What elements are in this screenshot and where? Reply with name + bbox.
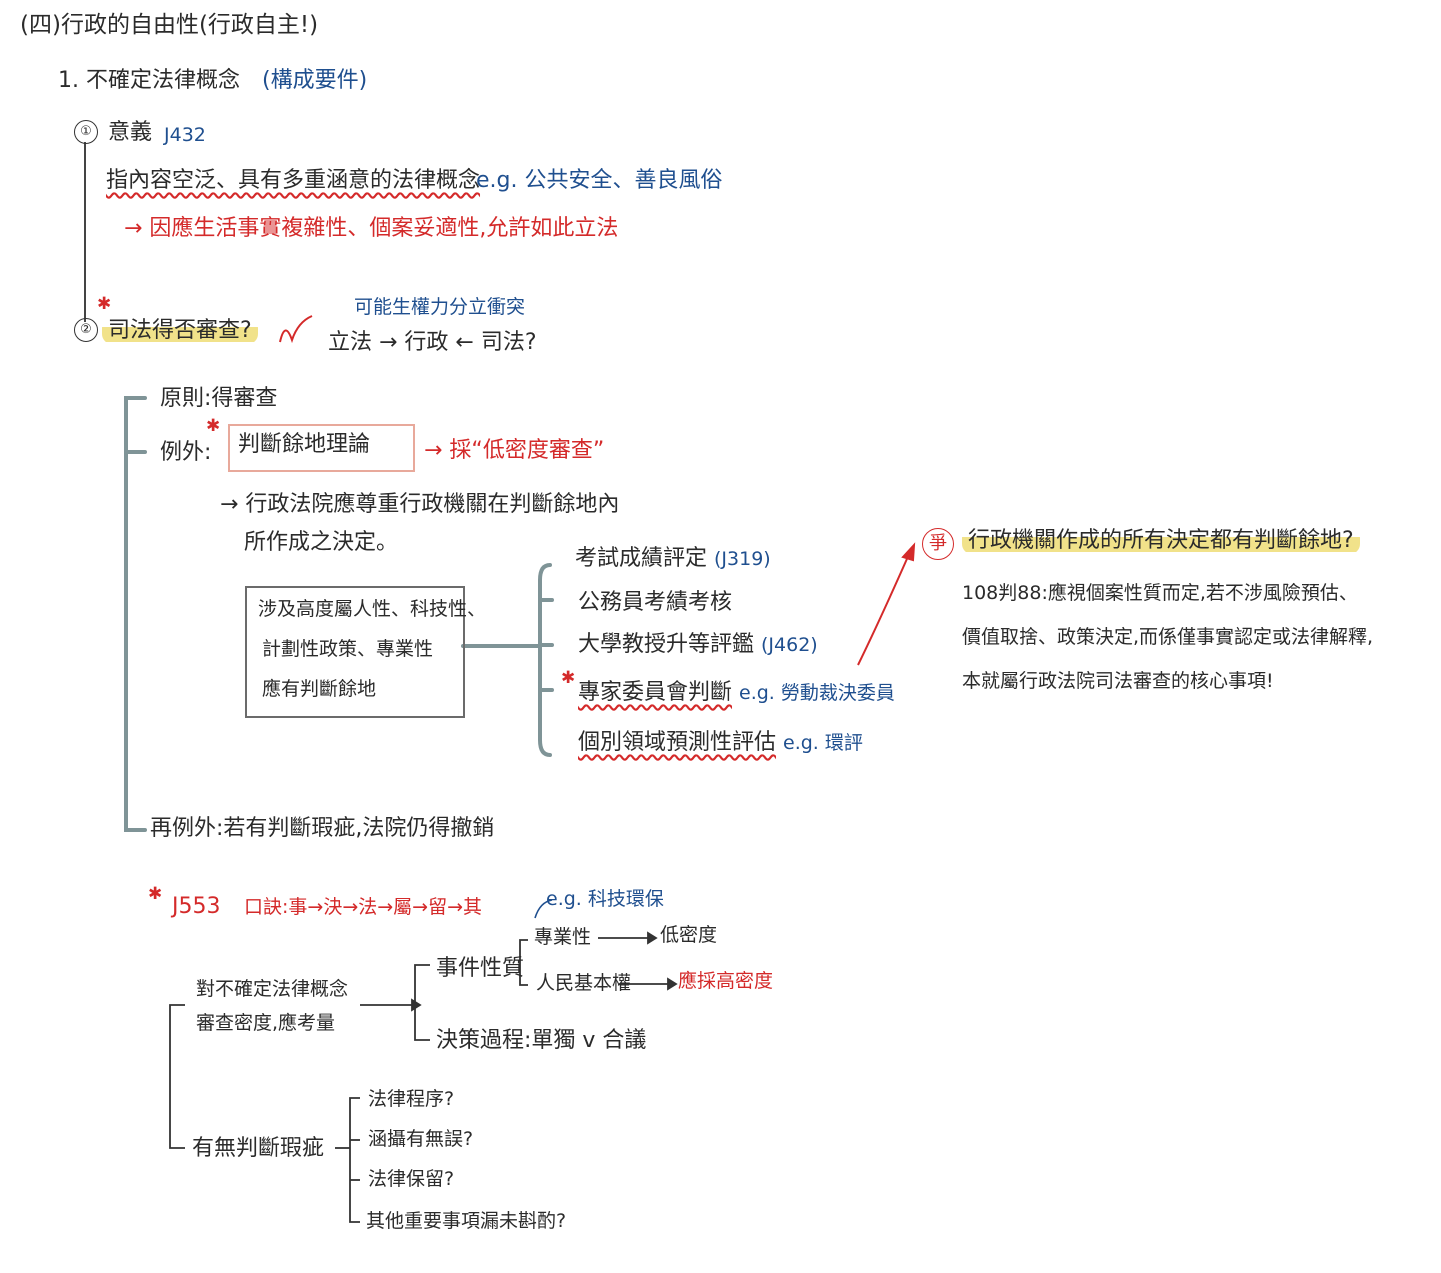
defect-label: 有無判斷瑕疵 — [192, 1136, 325, 1161]
re-exception-text: 再例外:若有判斷瑕疵,法院仍得撤銷 — [150, 816, 495, 841]
category-item: 公務員考績考核 — [578, 590, 732, 616]
category-item: 大學教授升等評鑑 (J462) — [578, 632, 818, 658]
category-text: 考試成績評定 — [575, 546, 708, 571]
review-density-note: → 採“低密度審查” — [424, 438, 605, 463]
defect-item: 法律程序? — [368, 1088, 455, 1110]
item1-examples: e.g. 公共安全、善良風俗 — [476, 168, 723, 193]
category-text: 大學教授升等評鑑 — [578, 632, 755, 657]
dispute-badge: 爭 — [922, 528, 954, 560]
attribute-line: 應有判斷餘地 — [262, 678, 377, 700]
category-text: 專家委員會判斷 — [578, 680, 733, 705]
category-item: 考試成績評定 (J319) — [575, 546, 771, 572]
item1-reason: → 因應生活事實複雜性、個案妥適性,允許如此立法 — [124, 216, 619, 241]
review-label-line-1: 對不確定法律概念 — [196, 978, 349, 1000]
attribute-line: 計劃性政策、專業性 — [262, 638, 434, 660]
category-ref: e.g. 勞動裁決委員 — [739, 682, 895, 704]
nature-item: 專業性 — [534, 926, 592, 948]
nature-label: 事件性質 — [436, 956, 525, 981]
process-label: 決策過程:單獨 v 合議 — [436, 1028, 647, 1053]
star-icon: ✱ — [561, 668, 576, 688]
category-ref: e.g. 環評 — [783, 732, 863, 754]
item2-title: 司法得否審查? — [102, 318, 258, 345]
attributes-box — [245, 586, 465, 718]
nature-result: 低密度 — [660, 924, 718, 946]
category-item: 個別領域預測性評估 e.g. 環評 — [578, 730, 863, 756]
star-icon: ✱ — [148, 884, 163, 904]
attribute-line: 涉及高度屬人性、科技性、 — [258, 598, 487, 620]
item1-title: 意義 — [108, 120, 153, 145]
theory-box — [228, 424, 415, 472]
respect-line-2: 所作成之決定。 — [244, 530, 399, 555]
nature-item: 人民基本權 — [536, 972, 632, 994]
section-title: 1. 不確定法律概念 — [58, 68, 240, 93]
nature-result: 應採高密度 — [678, 970, 774, 992]
item1-definition: 指內容空泛、具有多重涵意的法律概念 — [106, 168, 481, 193]
defect-item: 其他重要事項漏未斟酌? — [366, 1210, 567, 1232]
star-icon: ✱ — [206, 416, 221, 436]
dispute-question: 行政機關作成的所有決定都有判斷餘地? — [962, 528, 1360, 555]
category-ref: (J319) — [714, 548, 771, 570]
defect-item: 法律保留? — [368, 1168, 455, 1190]
category-item: 專家委員會判斷 e.g. 勞動裁決委員 — [578, 680, 895, 706]
respect-line-1: → 行政法院應尊重行政機關在判斷餘地內 — [220, 492, 620, 517]
item1-ref: J432 — [164, 124, 206, 146]
j553-ref: J553 — [172, 894, 221, 919]
ruling-line-1: 108判88:應視個案性質而定,若不涉風險預估、 — [962, 582, 1358, 604]
example-note: e.g. 科技環保 — [546, 888, 664, 910]
theory-name: 判斷餘地理論 — [238, 432, 371, 457]
item-number-1: ① — [74, 120, 98, 144]
ruling-line-2: 價值取捨、政策決定,而係僅事實認定或法律解釋, — [962, 626, 1374, 648]
category-ref: (J462) — [761, 634, 818, 656]
page-heading: (四)行政的自由性(行政自主!) — [20, 12, 319, 38]
conflict-note: 可能生權力分立衝突 — [354, 296, 526, 318]
ruling-line-3: 本就屬行政法院司法審查的核心事項! — [962, 670, 1274, 692]
category-text: 個別領域預測性評估 — [578, 730, 777, 755]
principle-text: 原則:得審查 — [160, 386, 278, 411]
item-number-2: ② — [74, 318, 98, 342]
star-icon: ✱ — [97, 294, 112, 314]
mnemonic-text: 口訣:事→決→法→屬→留→其 — [244, 896, 483, 918]
category-text: 公務員考績考核 — [578, 590, 733, 615]
defect-item: 涵攝有無誤? — [368, 1128, 474, 1150]
section-note: (構成要件) — [262, 68, 368, 93]
review-label-line-2: 審查密度,應考量 — [196, 1012, 336, 1034]
exception-label: 例外: — [160, 440, 212, 465]
conflict-chain: 立法 → 行政 ← 司法? — [328, 330, 537, 355]
